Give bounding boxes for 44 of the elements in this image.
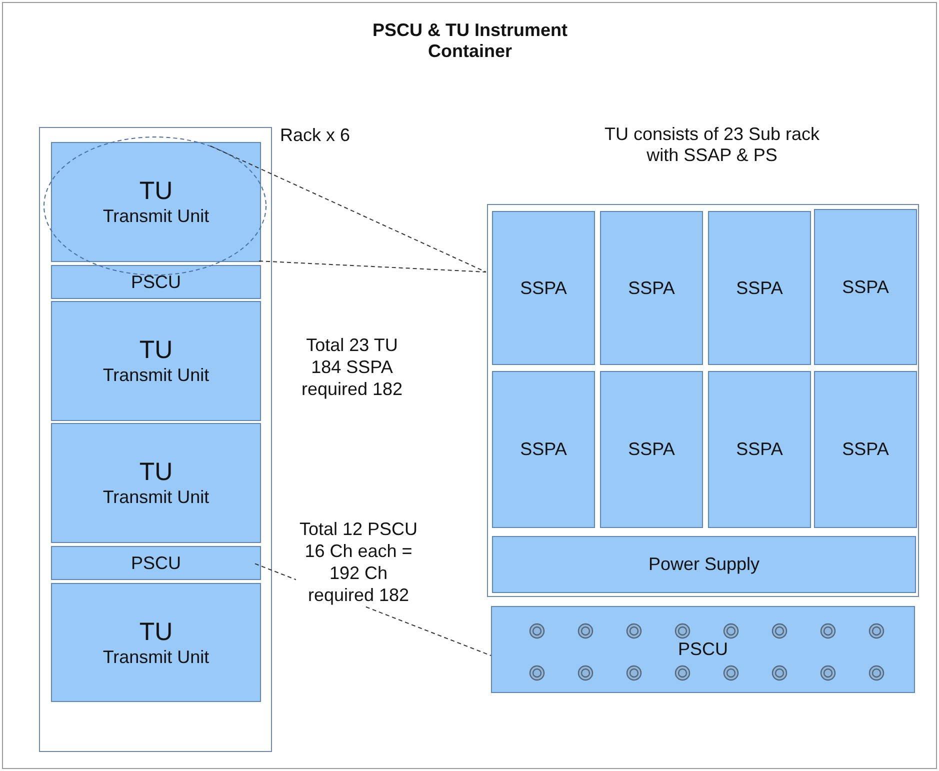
module-box <box>492 536 916 593</box>
unit-label: SSPA <box>736 278 783 298</box>
module-box <box>492 211 595 365</box>
unit-label: PSCU <box>130 552 181 574</box>
module-box <box>814 209 917 365</box>
unit-label: PSCU <box>678 639 728 660</box>
unit-description: Transmit Unit <box>102 487 210 508</box>
module-box <box>814 371 917 528</box>
unit-box <box>51 142 261 262</box>
unit-box <box>51 583 261 702</box>
leader-line <box>258 260 486 272</box>
unit-label: SSPA <box>628 439 675 460</box>
leader-line <box>254 563 492 656</box>
unit-label: TU <box>139 336 173 365</box>
unit-label: SSPA <box>520 439 567 460</box>
unit-label: SSPA <box>628 278 675 298</box>
caption-text: Rack x 6 <box>278 125 352 146</box>
module-box <box>600 211 703 365</box>
rack-frame <box>39 127 272 752</box>
unit-label: SSPA <box>520 278 567 298</box>
caption-text: TU consists of 23 Sub rack with SSAP & PS <box>603 124 821 166</box>
subrack-frame <box>487 204 919 597</box>
unit-label: TU <box>139 177 173 206</box>
module-box <box>492 371 595 528</box>
unit-label: SSPA <box>842 439 889 460</box>
unit-label: SSPA <box>736 439 783 460</box>
unit-label: TU <box>139 458 173 487</box>
module-box <box>51 265 261 299</box>
unit-box <box>51 423 261 543</box>
unit-label: PSCU <box>130 272 181 292</box>
module-box <box>51 546 261 580</box>
module-box <box>708 211 811 365</box>
unit-label: TU <box>139 618 173 646</box>
module-box <box>708 371 811 528</box>
unit-label: Power Supply <box>648 554 760 575</box>
unit-description: Transmit Unit <box>102 365 210 386</box>
unit-label: SSPA <box>842 276 889 298</box>
module-box <box>491 606 915 693</box>
unit-description: Transmit Unit <box>102 646 210 668</box>
module-box <box>600 371 703 528</box>
unit-description: Transmit Unit <box>102 206 210 227</box>
leader-line <box>210 146 486 272</box>
diagram-title: PSCU & TU Instrument Container <box>371 20 568 62</box>
unit-box <box>51 301 261 421</box>
